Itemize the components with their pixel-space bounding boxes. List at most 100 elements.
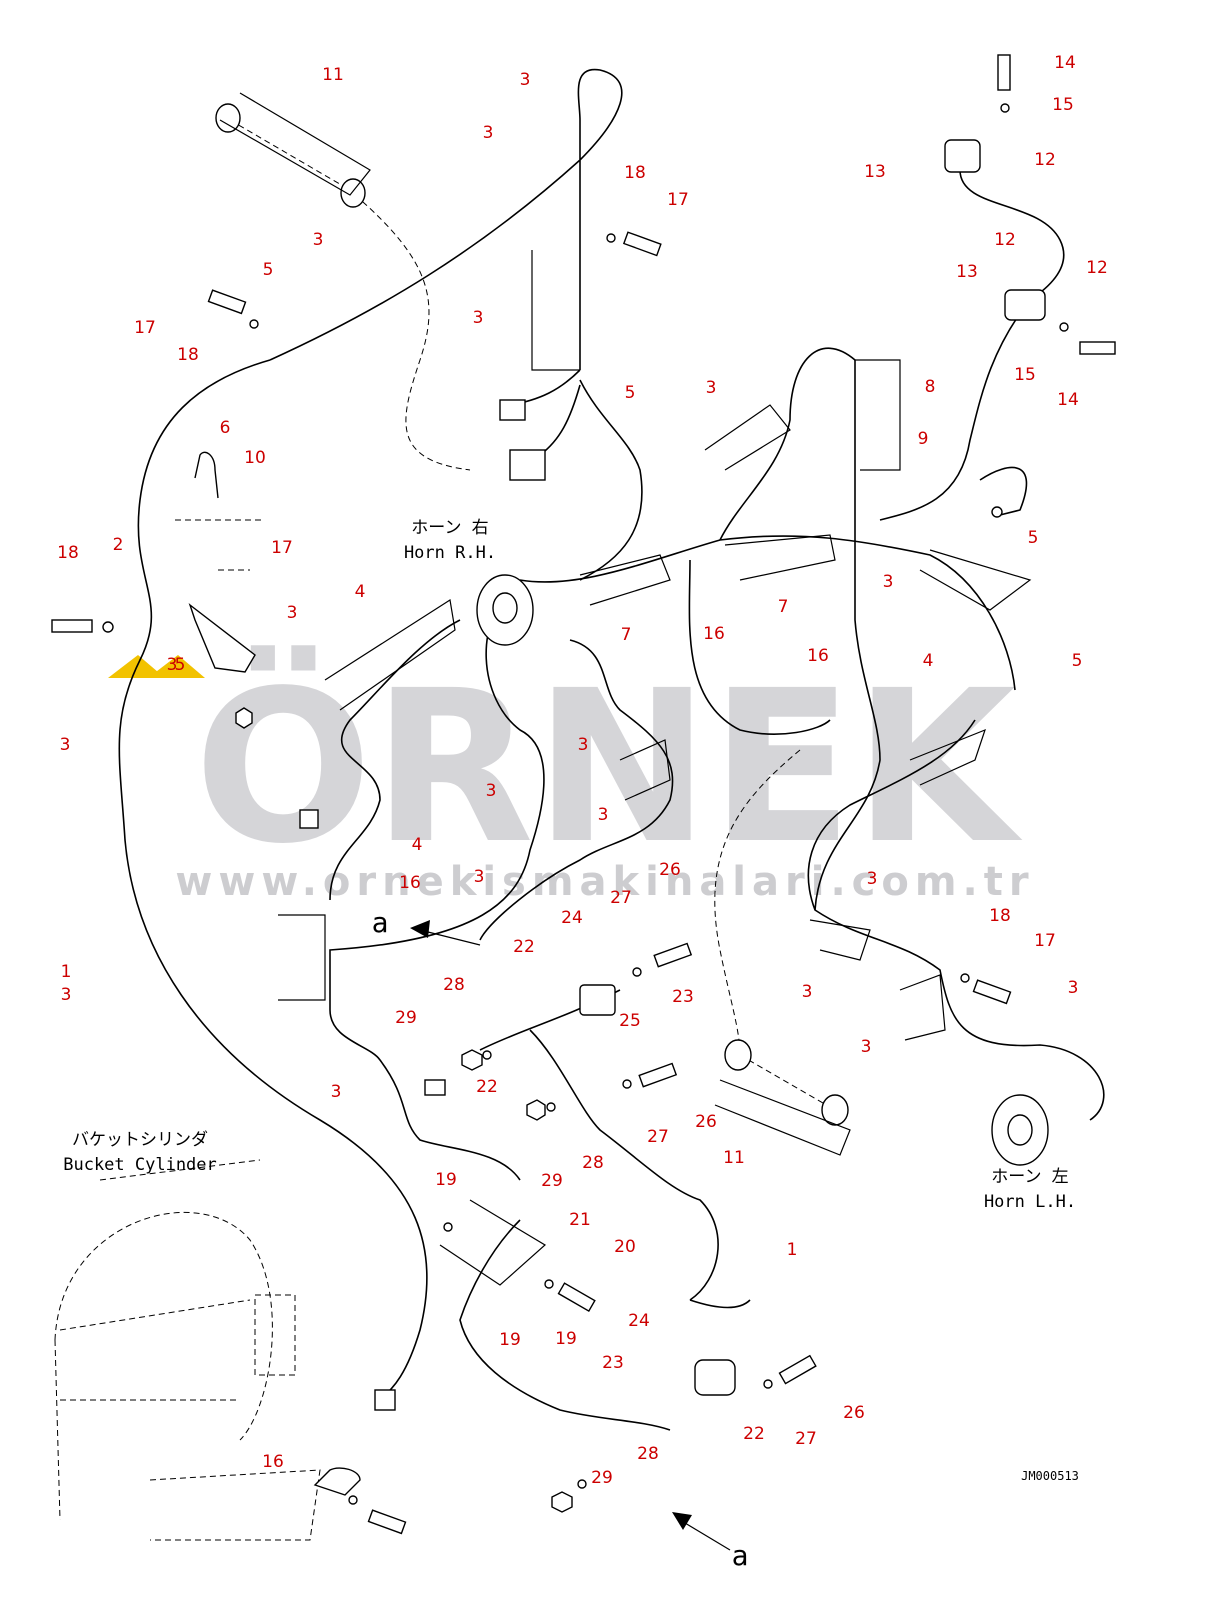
callout-3: 3	[486, 781, 497, 801]
washer-icon	[606, 233, 616, 243]
watermark-url: www.ornekismakinalari.com.tr	[175, 859, 1034, 905]
wire-11	[959, 169, 1065, 301]
leader	[619, 739, 671, 801]
callout-6: 6	[220, 418, 231, 438]
callout-23: 23	[602, 1353, 624, 1373]
callout-16: 16	[262, 1452, 284, 1472]
callout-14: 14	[1054, 53, 1076, 73]
horn-rh-center-icon	[492, 592, 518, 624]
connector-icon	[374, 1389, 396, 1411]
dashed-line	[229, 119, 351, 191]
cylinder-outline	[99, 1159, 321, 1541]
callout-2: 2	[113, 535, 124, 555]
callout-18: 18	[989, 906, 1011, 926]
grommet-icon	[724, 1039, 752, 1071]
callout-26: 26	[659, 860, 681, 880]
bucket-cylinder-label-en: Bucket Cylinder	[63, 1155, 217, 1175]
bracket-plate-icon	[188, 603, 256, 673]
drawing-code: JM000513	[1021, 1469, 1079, 1483]
bolt-icon	[622, 231, 662, 257]
wire-18	[529, 1029, 719, 1301]
callout-5: 5	[1028, 528, 1039, 548]
callout-7: 7	[778, 597, 789, 617]
bolt-icon	[367, 1509, 407, 1535]
nut-icon	[526, 1099, 546, 1121]
callout-18: 18	[57, 543, 79, 563]
watermark-brand: ÖRNEK	[194, 644, 1023, 890]
wire-7	[814, 360, 881, 911]
cylinder-outline	[54, 1299, 251, 1521]
horn-lh-label-jp: ホーン 左	[991, 1167, 1068, 1187]
horn-lh-label-en: Horn L.H.	[984, 1192, 1076, 1212]
leader	[531, 250, 580, 371]
callout-13: 13	[956, 262, 978, 282]
bucket-cylinder-drawing	[54, 1159, 361, 1541]
sensor-bracket-icon	[944, 139, 981, 173]
callout-23: 23	[672, 987, 694, 1007]
callout-28: 28	[443, 975, 465, 995]
callout-15: 15	[1052, 95, 1074, 115]
leader	[919, 549, 1032, 611]
callout-29: 29	[541, 1171, 563, 1191]
callout-27: 27	[795, 1429, 817, 1449]
horn-lh-center-icon	[1007, 1114, 1033, 1146]
parts	[51, 54, 1116, 1535]
callout-13: 13	[864, 162, 886, 182]
bracket-icon	[579, 984, 616, 1016]
grommet-icon	[215, 103, 241, 133]
callout-11: 11	[723, 1148, 745, 1168]
callout-22: 22	[476, 1077, 498, 1097]
bucket-cylinder-label-jp: バケットシリンダ	[72, 1130, 208, 1150]
callout-5: 5	[625, 383, 636, 403]
grommet-icon	[340, 178, 366, 208]
leader	[704, 404, 791, 471]
wire-2	[269, 68, 623, 370]
callout-3: 3	[578, 735, 589, 755]
leader	[278, 914, 326, 1001]
callout-7: 7	[621, 625, 632, 645]
wire-5	[579, 379, 643, 581]
callout-29: 29	[395, 1008, 417, 1028]
washer-icon	[1059, 322, 1069, 332]
callout-26: 26	[843, 1403, 865, 1423]
grommet-icon	[821, 1094, 849, 1126]
dashed-line	[175, 519, 265, 571]
clamp-16-icon	[313, 1467, 361, 1496]
washer-icon	[763, 1379, 773, 1389]
callout-27: 27	[610, 888, 632, 908]
callout-3: 3	[167, 655, 178, 675]
callout-26: 26	[695, 1112, 717, 1132]
bolt-icon	[557, 1282, 596, 1313]
dashed-line	[354, 194, 471, 471]
watermark: ÖRNEK www.ornekismakinalari.com.tr	[108, 644, 1034, 905]
callout-11: 11	[322, 65, 344, 85]
callout-3: 3	[598, 805, 609, 825]
leader	[809, 919, 871, 961]
leader-frames	[219, 92, 1032, 1286]
view-a-label: a	[372, 906, 389, 939]
nut-icon	[551, 1491, 573, 1513]
connector-icon	[424, 1079, 446, 1096]
connector-icon	[499, 399, 526, 421]
wire-16	[479, 639, 674, 941]
callout-20: 20	[614, 1237, 636, 1257]
callout-10: 10	[244, 448, 266, 468]
callout-21: 21	[569, 1210, 591, 1230]
callout-5: 5	[1072, 651, 1083, 671]
callout-8: 8	[925, 377, 936, 397]
bracket-icon	[694, 1359, 736, 1396]
cylinder-mount	[254, 1294, 296, 1376]
arrow-line	[419, 929, 481, 946]
callout-22: 22	[743, 1424, 765, 1444]
bolt-icon	[997, 54, 1011, 91]
callout-28: 28	[637, 1444, 659, 1464]
watermark-accent	[148, 655, 205, 678]
clip-icon	[194, 451, 219, 499]
callout-24: 24	[628, 1311, 650, 1331]
callout-18: 18	[624, 163, 646, 183]
washer-icon	[622, 1079, 632, 1089]
horn-rh-label-jp: ホーン 右	[411, 518, 488, 538]
nut-icon	[235, 707, 253, 729]
